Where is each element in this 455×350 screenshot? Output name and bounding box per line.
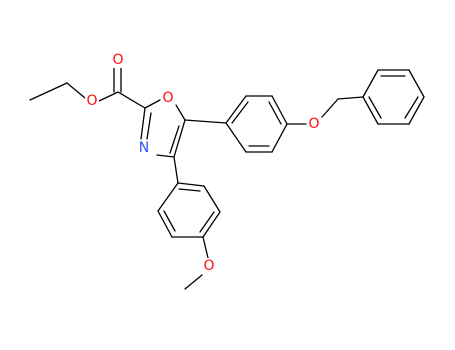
bond <box>163 210 176 232</box>
bond <box>175 104 186 121</box>
bond <box>173 119 186 158</box>
bond <box>184 119 227 124</box>
bond <box>268 101 282 125</box>
bond <box>408 69 425 98</box>
bond <box>271 123 288 153</box>
bond <box>177 182 205 187</box>
bond <box>202 236 209 259</box>
bond <box>362 69 379 98</box>
bond <box>157 182 179 212</box>
atom-o-ester: O <box>85 93 99 109</box>
bond <box>157 210 173 238</box>
bond <box>144 99 161 109</box>
atom-n-ring: N <box>137 140 151 156</box>
bond <box>178 188 201 192</box>
bond <box>66 82 86 99</box>
bond <box>321 98 339 118</box>
atom-label: O <box>162 90 173 106</box>
bond <box>117 91 146 109</box>
bond <box>404 96 419 119</box>
atom-o-ring: O <box>161 90 175 106</box>
atom-label: O <box>86 93 97 109</box>
bond <box>337 96 364 100</box>
bond <box>173 156 179 184</box>
bond <box>169 125 180 154</box>
bond <box>271 95 288 125</box>
bond <box>156 154 175 158</box>
bond <box>98 91 119 102</box>
atom-o-carbonyl: O <box>111 52 125 68</box>
bonds <box>29 67 425 290</box>
atom-label: O <box>308 116 319 132</box>
atom-label: N <box>139 140 149 156</box>
bond <box>146 112 152 140</box>
bond <box>184 274 203 290</box>
bond <box>408 96 425 125</box>
bond <box>29 82 68 101</box>
bond <box>202 211 221 238</box>
atom-labels: O O O N O O <box>85 52 321 274</box>
bond <box>199 211 215 233</box>
bond <box>140 107 146 140</box>
bond <box>231 101 249 124</box>
bond <box>225 95 247 124</box>
atom-label: O <box>203 258 214 274</box>
bond <box>225 122 247 153</box>
atom-o-methoxy: O <box>202 258 216 274</box>
bond <box>203 185 221 213</box>
bond <box>368 96 382 119</box>
atom-label: O <box>112 52 123 68</box>
atom-o-benzyloxy: O <box>307 116 321 132</box>
bond <box>362 96 379 125</box>
